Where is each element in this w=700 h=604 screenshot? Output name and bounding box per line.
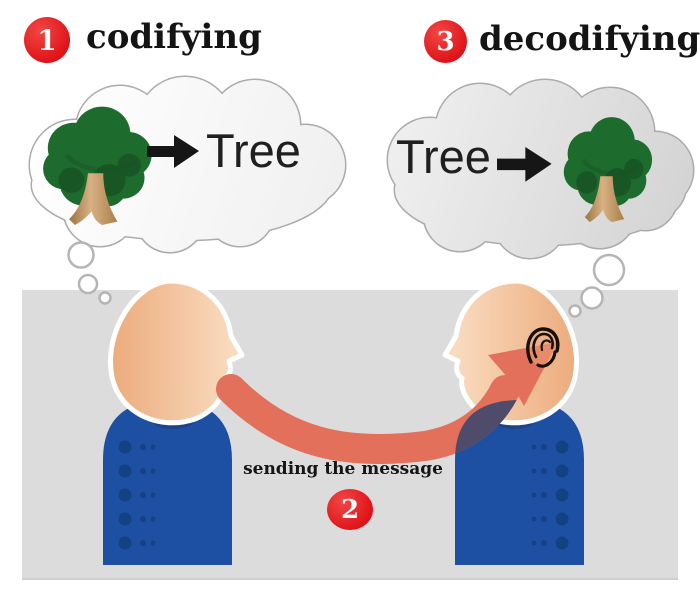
speaker-person — [103, 281, 242, 565]
thought-bubble-left — [28, 75, 347, 305]
thought-trail-right — [568, 253, 626, 318]
thought-bubble-right — [386, 78, 695, 318]
thought-trail-left — [67, 241, 112, 305]
ear-icon — [526, 327, 560, 368]
